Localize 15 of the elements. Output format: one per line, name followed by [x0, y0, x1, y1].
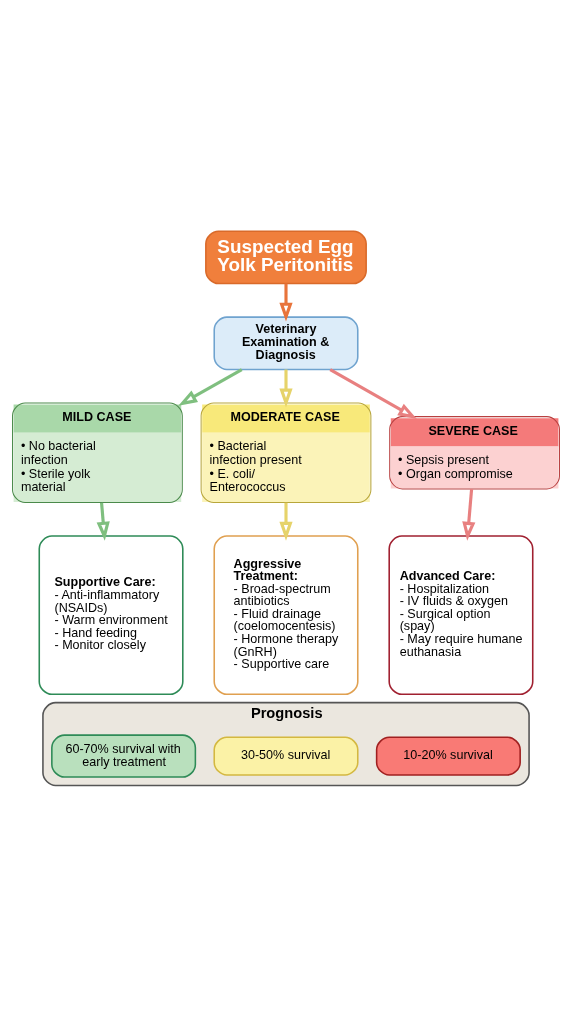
- node-box: Veterinary Examination & Diagnosis: [213, 315, 359, 370]
- node-box: Supportive Care: - Anti-inflammatory (NSAIDs) - Warm environment - Hand feeding - Monitor closely: [38, 534, 184, 695]
- arrow: [96, 502, 110, 541]
- arrow: [279, 283, 293, 322]
- node-box: 60-70% survival with early treatment: [51, 733, 197, 778]
- node-box: 30-50% survival: [213, 735, 359, 776]
- arrow: [178, 367, 243, 406]
- node-box: 10-20% survival: [375, 735, 521, 776]
- node-box: Aggressive Treatment: - Broad-spectrum antibiotics - Fluid drainage (coelomocentesis) - Hormone therapy (GnRH) - Supportive care: [213, 534, 359, 695]
- node-box: Suspected Egg Yolk Peritonitis: [205, 229, 367, 284]
- arrow: [279, 369, 293, 407]
- arrow: [329, 367, 417, 419]
- arrow: [279, 502, 293, 541]
- arrow: [462, 488, 476, 541]
- node-box: Advanced Care: - Hospitalization - IV fluids & oxygen - Surgical option (spay) - May require humane euthanasia: [388, 534, 534, 695]
